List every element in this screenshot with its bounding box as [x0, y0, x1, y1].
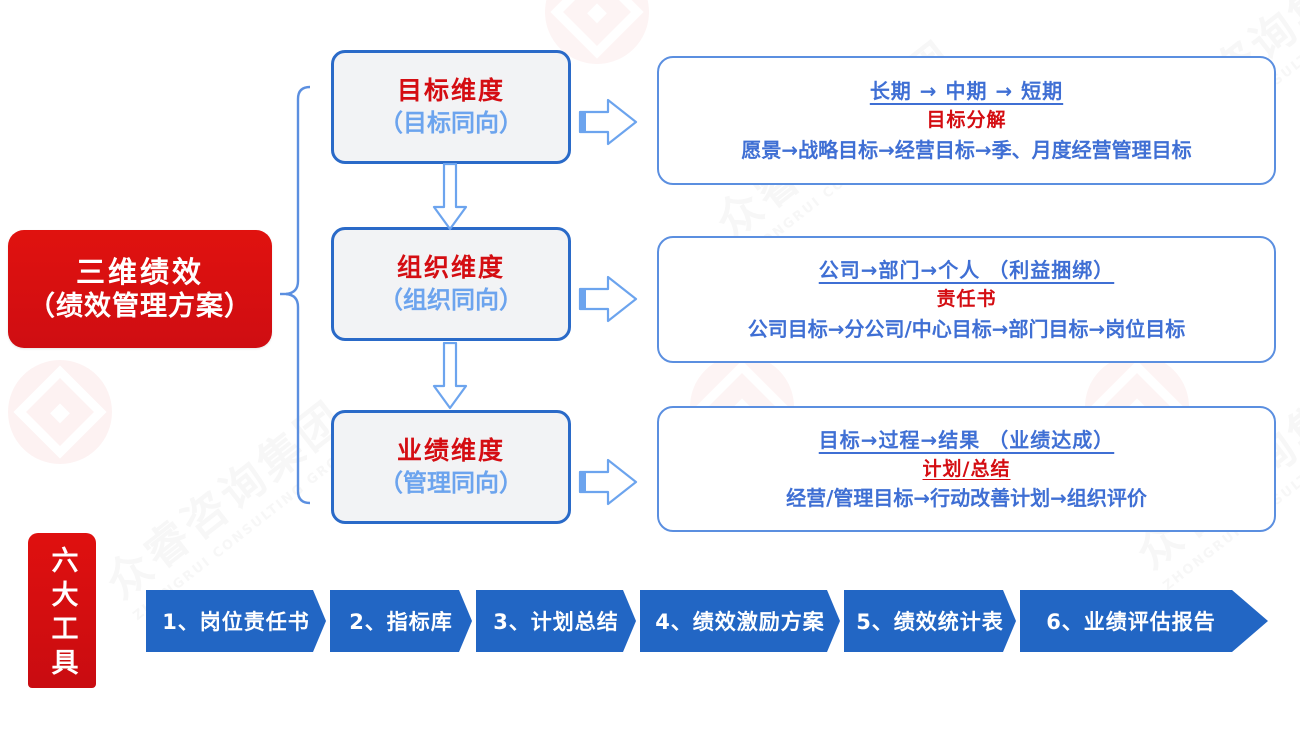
dimension-subtitle: （管理同向） [379, 469, 523, 498]
dimension-title: 组织维度 [396, 252, 505, 282]
dimension-box-goal[interactable]: 目标维度 （目标同向） [331, 50, 571, 164]
arrow-right-icon [578, 458, 638, 506]
panel-line-1: 公司→部门→个人 （利益捆绑） [818, 258, 1115, 283]
dimension-box-performance[interactable]: 业绩维度 （管理同向） [331, 410, 571, 524]
tool-item-label: 5、绩效统计表 [856, 610, 1004, 634]
panel-line-3: 公司目标→分公司/中心目标→部门目标→岗位目标 [747, 316, 1186, 341]
tool-item-3[interactable]: 3、计划总结 [476, 590, 636, 652]
brace-connector [280, 85, 311, 505]
tool-item-2[interactable]: 2、指标库 [330, 590, 472, 652]
arrow-right-icon [578, 98, 638, 146]
tool-item-label: 2、指标库 [349, 610, 453, 634]
master-title: 三维绩效 [75, 255, 204, 289]
panel-line-3: 愿景→战略目标→经营目标→季、月度经营管理目标 [741, 137, 1192, 162]
watermark-logo-circle [8, 360, 112, 464]
tool-item-label: 3、计划总结 [493, 610, 619, 634]
six-tools-label-text: 六大工具 [46, 545, 78, 682]
arrow-down-icon [432, 342, 468, 410]
panel-line-1: 长期 → 中期 → 短期 [869, 79, 1064, 104]
tool-item-4[interactable]: 4、绩效激励方案 [640, 590, 840, 652]
dimension-subtitle: （组织同向） [379, 286, 523, 315]
watermark-diamond-icon [13, 365, 107, 459]
tool-item-label: 6、业绩评估报告 [1046, 610, 1216, 634]
six-tools-label: 六大工具 [28, 533, 96, 688]
detail-panel-organization[interactable]: 公司→部门→个人 （利益捆绑） 责任书 公司目标→分公司/中心目标→部门目标→岗… [657, 236, 1276, 363]
tool-item-label: 1、岗位责任书 [162, 610, 310, 634]
tool-item-label: 4、绩效激励方案 [655, 610, 825, 634]
panel-line-2: 目标分解 [926, 109, 1007, 132]
dimension-title: 目标维度 [396, 75, 505, 105]
panel-line-1: 目标→过程→结果 （业绩达成） [818, 427, 1115, 452]
detail-panel-performance[interactable]: 目标→过程→结果 （业绩达成） 计划/总结 经营/管理目标→行动改善计划→组织评… [657, 406, 1276, 532]
tool-item-1[interactable]: 1、岗位责任书 [146, 590, 326, 652]
panel-line-2: 计划/总结 [922, 457, 1011, 480]
panel-line-3: 经营/管理目标→行动改善计划→组织评价 [786, 486, 1147, 511]
dimension-title: 业绩维度 [396, 435, 505, 465]
arrow-right-icon [578, 275, 638, 323]
tool-item-5[interactable]: 5、绩效统计表 [844, 590, 1016, 652]
tool-item-6[interactable]: 6、业绩评估报告 [1020, 590, 1268, 652]
panel-line-2: 责任书 [936, 288, 997, 311]
master-block[interactable]: 三维绩效 （绩效管理方案） [8, 230, 272, 348]
arrow-down-icon [432, 163, 468, 231]
master-subtitle: （绩效管理方案） [28, 291, 252, 323]
detail-panel-goal[interactable]: 长期 → 中期 → 短期 目标分解 愿景→战略目标→经营目标→季、月度经营管理目… [657, 56, 1276, 185]
dimension-box-organization[interactable]: 组织维度 （组织同向） [331, 227, 571, 341]
watermark-text-cn: 众睿咨询集团 [96, 391, 356, 609]
watermark-text: 众睿咨询集团 ZHONGRUI CONSULTING GROUP [90, 383, 367, 623]
dimension-subtitle: （目标同向） [379, 109, 523, 138]
watermark-diamond-icon [550, 0, 644, 59]
